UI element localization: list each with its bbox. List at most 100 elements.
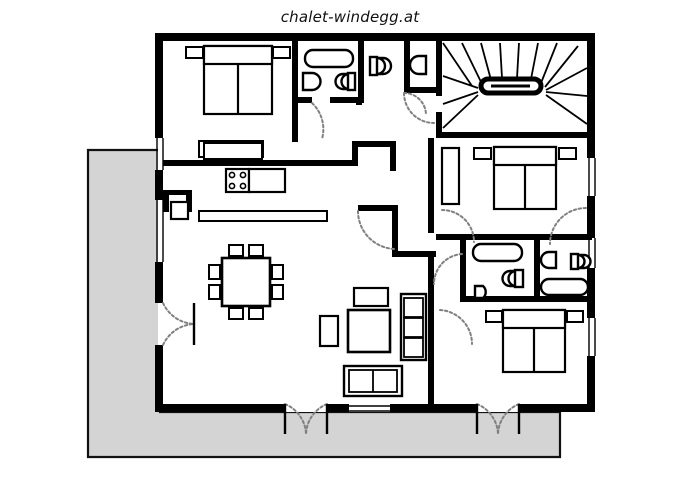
interior-door-hall (357, 210, 397, 250)
stove-burner (228, 171, 236, 179)
toilet-cistern (513, 268, 525, 289)
toilet-bathroom-right-1 (501, 268, 525, 289)
stair-tread (499, 42, 503, 79)
coffee-table-living-room (346, 308, 392, 354)
dining-chair (248, 244, 264, 257)
kitchen-small-appliance (169, 200, 190, 221)
wall-stair-bottom (436, 132, 592, 138)
wall-bedroom-bath (292, 41, 298, 103)
dining-table-top (220, 256, 272, 308)
wall-hall-bottom (358, 205, 398, 211)
stair-tread (442, 94, 479, 129)
dining-chair (248, 307, 264, 320)
wall-kitchen-top-a (163, 160, 318, 166)
sink-wc-top-3 (408, 54, 428, 76)
wall-bottom-c (327, 404, 349, 412)
wall-bathroom-bottom (460, 296, 592, 302)
nightstand-left-top-left (185, 46, 204, 59)
stair-tread (545, 67, 588, 91)
kitchen-upper-cabinet (203, 142, 263, 160)
wall-bath-left-stub (292, 97, 298, 142)
double-bed-bedroom-top-left (202, 44, 274, 116)
interior-door-bathroom-right (432, 253, 463, 285)
stair-treads (442, 42, 588, 129)
wall-stair-left-b (436, 112, 442, 138)
wall-left-c (155, 262, 163, 303)
toilet-bowl (376, 56, 393, 76)
entrance-door-leaf-b (162, 323, 195, 346)
wall-wc-bottom (404, 87, 436, 93)
bed-headboard (202, 44, 274, 66)
stair-tread (544, 45, 579, 88)
stair-tread (442, 91, 479, 105)
wall-bathroom-left (460, 234, 466, 300)
shelf-unit-living-room (399, 292, 428, 362)
windows (156, 138, 596, 412)
stove-burner (239, 171, 247, 179)
window-right-wall-3 (588, 318, 596, 356)
dining-chair (208, 284, 221, 300)
shelf-section (403, 317, 424, 338)
wall-bottom-a (155, 404, 245, 412)
wall-bathroom-top-a (436, 234, 466, 240)
patio-door-bottom-2-leaf-b (497, 403, 520, 435)
stair-tread (516, 42, 520, 79)
stair-tread (530, 42, 539, 80)
toilet-bathroom-top-1 (334, 71, 357, 92)
sink-bathroom-right-1 (473, 284, 487, 300)
shelf-section (403, 337, 424, 358)
interior-door-wc-top-b (403, 92, 427, 116)
stair-tread (480, 42, 492, 81)
wall-right-c (587, 268, 595, 318)
stove-burner (228, 182, 236, 190)
double-bed-bedroom-right-top (492, 145, 558, 211)
sink-bathroom-top-1 (301, 71, 322, 92)
wall-right-a (587, 33, 595, 158)
stair-tread (442, 75, 479, 89)
bathtub-bathroom-right-2 (539, 277, 590, 297)
wall-bath-bottom-b (330, 97, 360, 103)
dining-chair (228, 244, 244, 257)
toilet-cistern (368, 55, 379, 77)
kitchen-counter (247, 167, 287, 194)
bathtub-bathroom-right-1 (471, 242, 524, 263)
wall-top (155, 33, 595, 41)
interior-door-bathroom-top-1 (311, 102, 325, 140)
dining-chair (271, 264, 284, 280)
wall-kitchen-right-stub (352, 141, 358, 166)
wall-left-b (155, 170, 163, 200)
kitchen-island-bar (198, 210, 328, 222)
dining-table (208, 244, 284, 320)
stair-tread (461, 42, 483, 85)
wall-bottom-b (245, 404, 285, 412)
bed-headboard (492, 145, 558, 167)
stair-tread (540, 42, 558, 84)
wall-living-right (428, 257, 434, 412)
bed-headboard (501, 308, 567, 330)
window-right-wall-1 (588, 158, 596, 196)
winder-staircase (442, 42, 588, 129)
double-bed-bedroom-right-bottom (501, 308, 567, 374)
stove-top (224, 167, 251, 194)
wall-kitchen-nook-top (163, 190, 192, 195)
interior-door-bedroom-right-top-b (549, 207, 587, 245)
wall-left-a (155, 33, 163, 138)
wall-bathroom-top-b (460, 234, 592, 240)
toilet-bathroom-right-2 (569, 252, 592, 271)
wall-corridor-stub (428, 213, 434, 233)
wall-wc-1 (358, 41, 364, 103)
wall-bottom-e (519, 404, 595, 412)
stove-burner (239, 182, 247, 190)
door-leaves (192, 303, 521, 434)
door-swings (162, 92, 587, 435)
stair-tread (545, 94, 588, 125)
nightstand-right-top-left (272, 46, 291, 59)
wall-bath-bottom-a (292, 97, 312, 103)
interior-door-bedroom-right-top-a (441, 209, 475, 243)
nightstand-right-right-top (558, 147, 577, 160)
wall-kitchen-top-b (318, 160, 358, 166)
furniture-layer (169, 44, 592, 398)
wall-right-d (587, 356, 595, 412)
